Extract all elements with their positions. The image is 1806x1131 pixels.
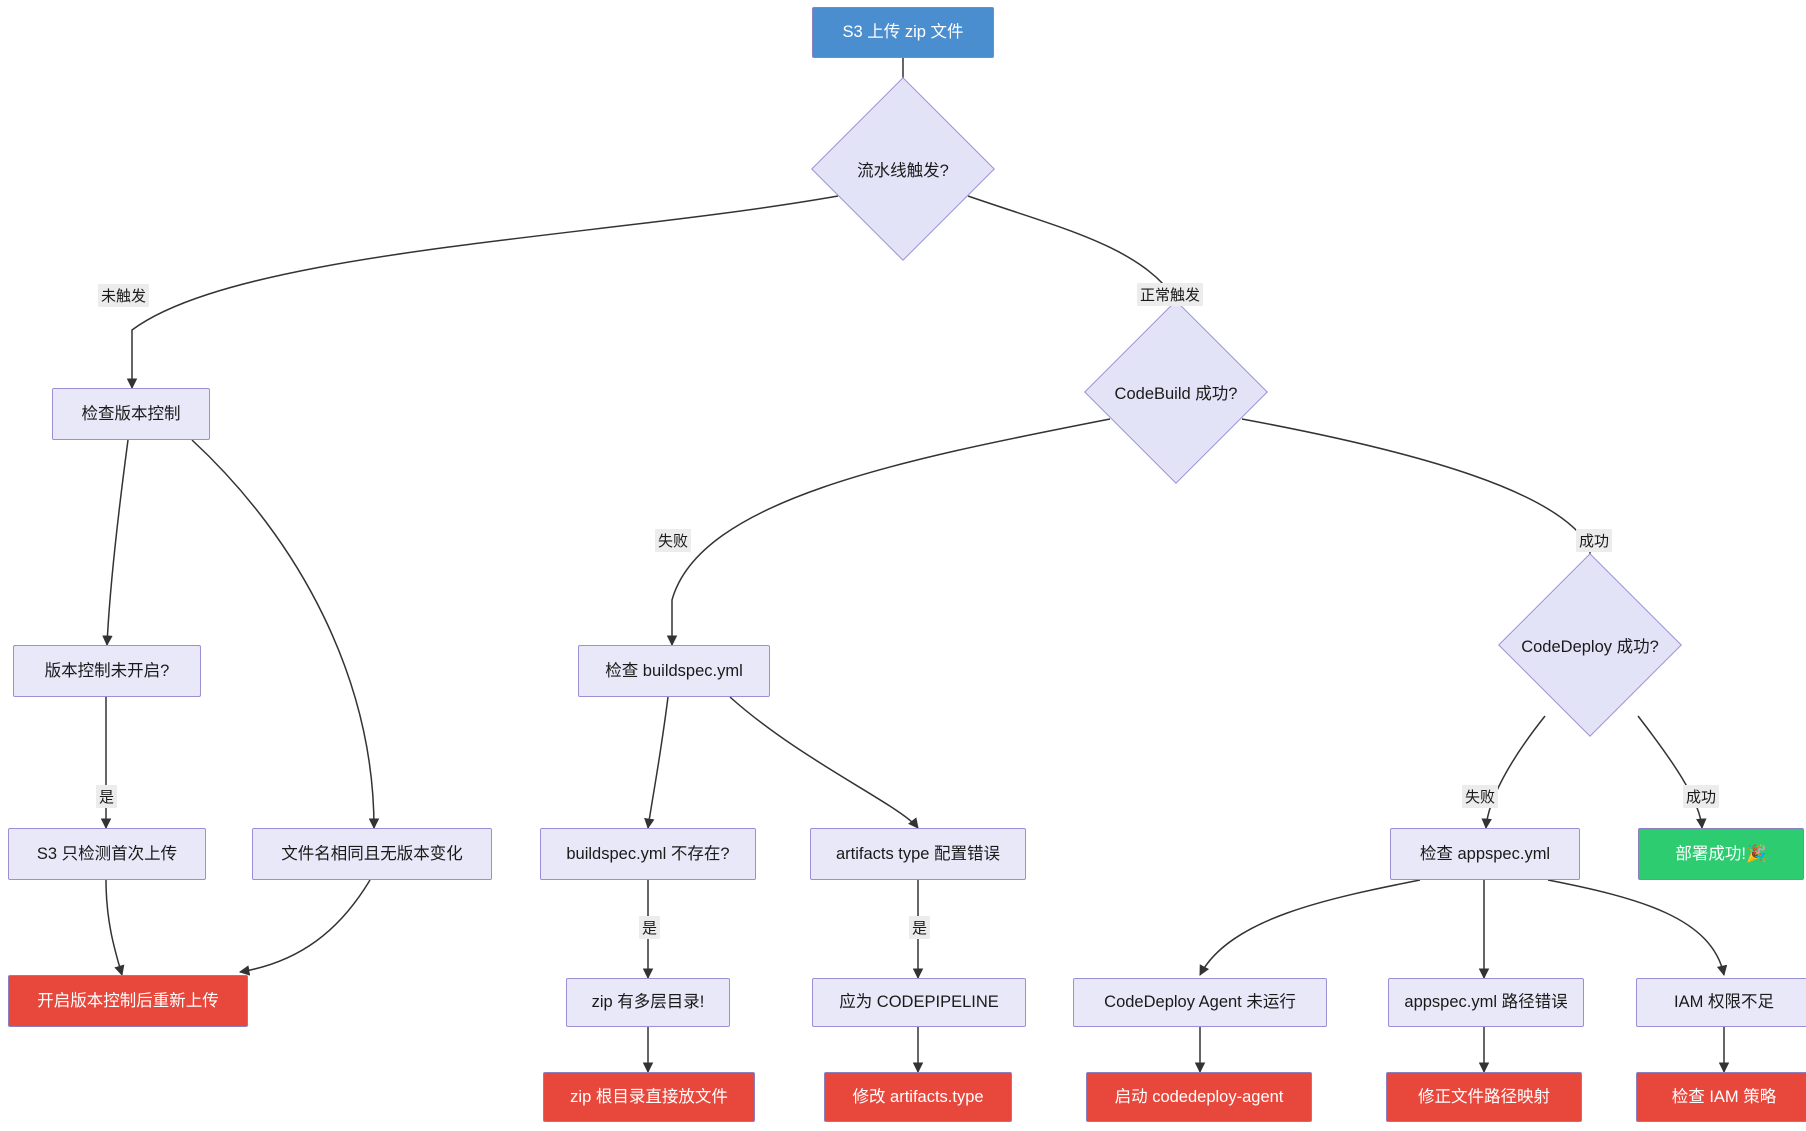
node-check-appspec[interactable]: 检查 appspec.yml <box>1390 828 1580 880</box>
node-decision-codebuild[interactable]: CodeBuild 成功? <box>1084 300 1268 484</box>
edge-checkapp-agentoff <box>1199 879 1421 976</box>
edge-label-build-success: 成功 <box>1576 529 1613 552</box>
node-deploy-success[interactable]: 部署成功!🎉 <box>1638 828 1804 880</box>
edge-label-versioning-yes: 是 <box>96 785 118 808</box>
node-fix-enable-versioning[interactable]: 开启版本控制后重新上传 <box>8 975 248 1027</box>
node-same-filename-no-version[interactable]: 文件名相同且无版本变化 <box>252 828 492 880</box>
edge-label-deploy-success: 成功 <box>1683 785 1720 808</box>
edge-checkapp-iamerr <box>1547 879 1728 977</box>
node-s3-first-upload-only[interactable]: S3 只检测首次上传 <box>8 828 206 880</box>
edge-build-deploy <box>1241 418 1596 582</box>
node-decision-pipeline-trigger-label: 流水线触发? <box>857 162 949 180</box>
node-decision-codedeploy-label: CodeDeploy 成功? <box>1521 638 1659 656</box>
edge-checkbuild-badart <box>729 696 919 829</box>
edge-label-artifacts-yes: 是 <box>909 916 931 939</box>
edge-label-deploy-fail: 失败 <box>1462 785 1499 808</box>
node-iam-permission-insufficient[interactable]: IAM 权限不足 <box>1636 978 1806 1027</box>
node-codedeploy-agent-not-running[interactable]: CodeDeploy Agent 未运行 <box>1073 978 1327 1027</box>
node-versioning-disabled[interactable]: 版本控制未开启? <box>13 645 201 697</box>
edge-label-zip-yes: 是 <box>639 916 661 939</box>
edge-build-checkbuild <box>666 418 1111 647</box>
node-artifacts-type-misconfigured[interactable]: artifacts type 配置错误 <box>810 828 1026 880</box>
node-start[interactable]: S3 上传 zip 文件 <box>812 7 994 58</box>
edge-checkver-samename <box>191 439 380 830</box>
edge-deploy-ok <box>1637 715 1707 830</box>
edge-s3first-fixver <box>105 879 125 977</box>
node-fix-artifacts-type[interactable]: 修改 artifacts.type <box>824 1072 1012 1122</box>
node-appspec-path-error[interactable]: appspec.yml 路径错误 <box>1388 978 1584 1027</box>
node-buildspec-missing[interactable]: buildspec.yml 不存在? <box>540 828 756 880</box>
edge-trigger-build <box>967 195 1182 329</box>
edge-checkbuild-nobspec <box>644 696 669 830</box>
node-decision-codedeploy[interactable]: CodeDeploy 成功? <box>1498 553 1682 737</box>
edge-trigger-checkver <box>126 195 839 390</box>
node-zip-nested-directories[interactable]: zip 有多层目录! <box>566 978 730 1027</box>
node-fix-file-path-mapping[interactable]: 修正文件路径映射 <box>1386 1072 1582 1122</box>
edge-label-not-triggered: 未触发 <box>98 284 150 307</box>
edge-checkver-veroff <box>102 439 129 647</box>
node-decision-pipeline-trigger[interactable]: 流水线触发? <box>811 77 995 261</box>
node-fix-zip-root-files[interactable]: zip 根目录直接放文件 <box>543 1072 755 1122</box>
node-fix-start-codedeploy-agent[interactable]: 启动 codedeploy-agent <box>1086 1072 1312 1122</box>
node-fix-check-iam-policy[interactable]: 检查 IAM 策略 <box>1636 1072 1806 1122</box>
edge-samename-fixver <box>238 879 371 976</box>
edge-label-triggered: 正常触发 <box>1137 283 1204 306</box>
node-check-versioning[interactable]: 检查版本控制 <box>52 388 210 440</box>
node-check-buildspec[interactable]: 检查 buildspec.yml <box>578 645 770 697</box>
edge-deploy-checkapp <box>1481 715 1546 830</box>
node-should-be-codepipeline[interactable]: 应为 CODEPIPELINE <box>812 978 1026 1027</box>
node-decision-codebuild-label: CodeBuild 成功? <box>1114 385 1238 403</box>
edge-label-build-fail: 失败 <box>655 529 692 552</box>
